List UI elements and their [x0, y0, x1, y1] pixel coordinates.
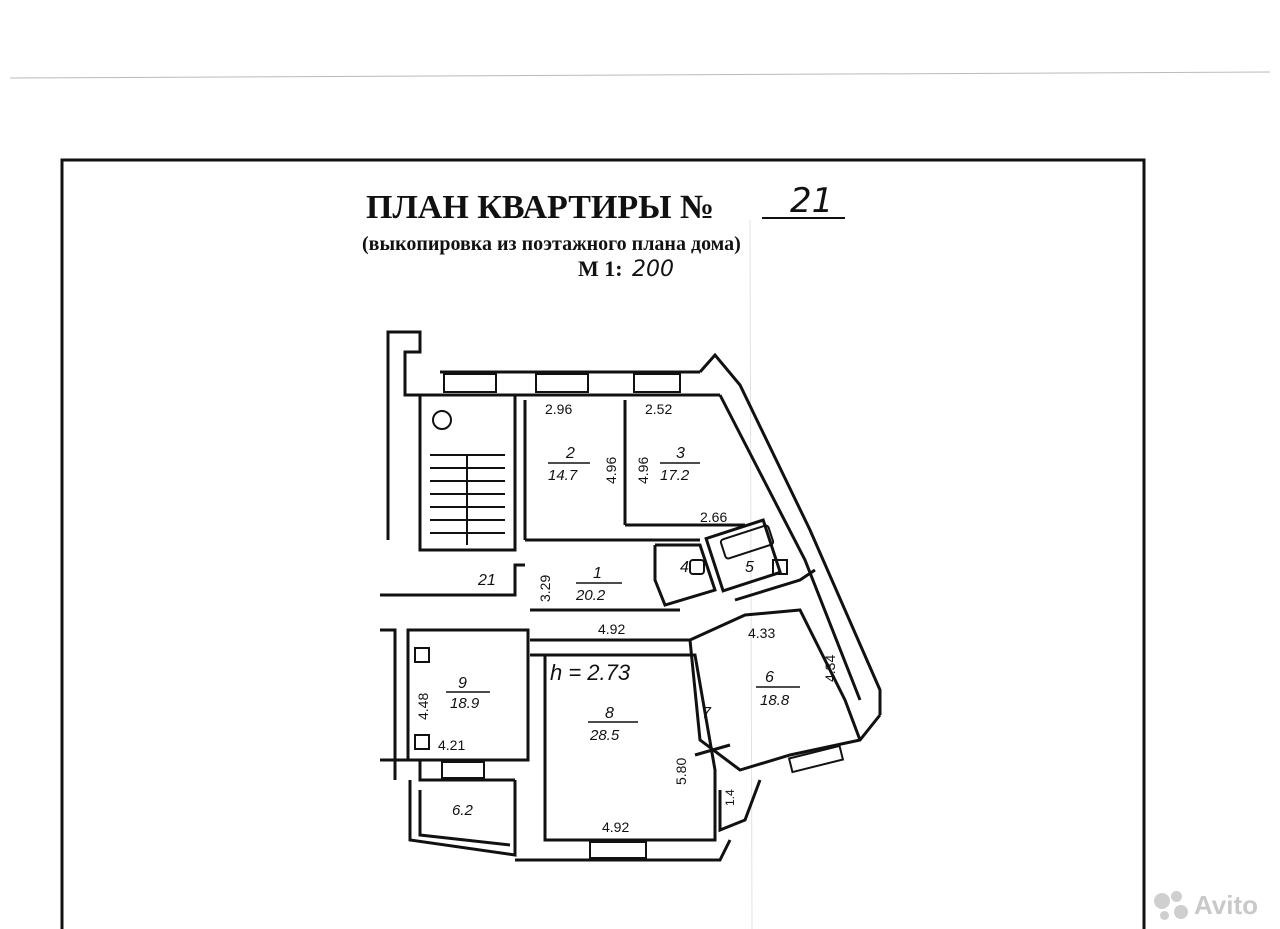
window-top-1	[443, 373, 497, 393]
bathtub	[719, 524, 775, 560]
dim-4-92-bottom: 4.92	[602, 819, 629, 835]
dim-3-29: 3.29	[537, 575, 553, 602]
dim-4-92-top: 4.92	[598, 621, 625, 637]
room-6-area: 18.8	[760, 692, 790, 709]
dimension-labels: 2.96 2.52 4.96 4.96 2.66 3.29 4.92 4.33 …	[415, 401, 838, 835]
dim-4-96-b: 4.96	[635, 457, 651, 484]
room-3-number: 3	[676, 445, 685, 462]
room-9-number: 9	[458, 675, 467, 692]
balcony-area: 6.2	[452, 802, 474, 819]
room-7-number: 7	[702, 705, 712, 722]
dim-4-21: 4.21	[438, 737, 465, 753]
dim-4-96-a: 4.96	[603, 457, 619, 484]
room-9-area: 18.9	[450, 695, 480, 712]
room-8-number: 8	[605, 705, 614, 722]
scale-label: М 1:	[578, 256, 623, 281]
room-5-number: 5	[745, 559, 754, 576]
avito-wordmark: Avito	[1193, 890, 1258, 920]
dim-4-48: 4.48	[415, 693, 431, 720]
staircase	[430, 410, 505, 545]
form-column-divider	[749, 219, 753, 929]
room-8-area: 28.5	[589, 727, 620, 744]
dim-5-80: 5.80	[673, 758, 689, 785]
sink	[772, 559, 788, 575]
dim-1-4: 1.4	[723, 789, 737, 806]
toilet-4	[689, 559, 705, 575]
dim-2-96: 2.96	[545, 401, 572, 417]
room-1-number: 1	[593, 565, 602, 582]
dim-2-66: 2.66	[700, 509, 727, 525]
room-1-area: 20.2	[575, 587, 606, 604]
window-top-3	[633, 373, 681, 393]
document-frame	[60, 158, 1146, 929]
windows	[441, 373, 845, 859]
room-6-number: 6	[765, 669, 774, 686]
plan-walls	[380, 330, 882, 862]
plan-title: ПЛАН КВАРТИРЫ №	[366, 189, 714, 226]
room-2-area: 14.7	[548, 467, 578, 484]
avito-watermark: Avito	[1153, 890, 1258, 921]
dim-4-33: 4.33	[748, 625, 775, 641]
avito-logo-icon	[1153, 890, 1188, 921]
window-top-2	[535, 373, 589, 393]
scale-value: 200	[632, 257, 674, 282]
plan-subtitle: (выкопировка из поэтажного плана дома)	[362, 233, 741, 255]
fixtures	[414, 524, 788, 750]
scan-edge-line	[9, 71, 1271, 79]
ceiling-height: h = 2.73	[550, 660, 631, 685]
room-21-number: 21	[477, 572, 496, 589]
room-3-area: 17.2	[660, 467, 690, 484]
window-bottom-1	[589, 841, 647, 859]
stove-box	[414, 647, 430, 663]
radiator-box	[414, 734, 430, 750]
room-labels: 2 14.7 3 17.2 1 20.2 4 5 21 6 18.8 7 8 2…	[446, 445, 800, 819]
apartment-number: 21	[790, 181, 833, 221]
window-balcony	[441, 761, 485, 779]
dim-2-52: 2.52	[645, 401, 672, 417]
window-bottom-2	[787, 744, 845, 774]
room-2-number: 2	[565, 445, 575, 462]
dim-4-34: 4.34	[822, 655, 838, 682]
room-4-number: 4	[680, 559, 689, 576]
chimney-circle	[432, 410, 452, 430]
